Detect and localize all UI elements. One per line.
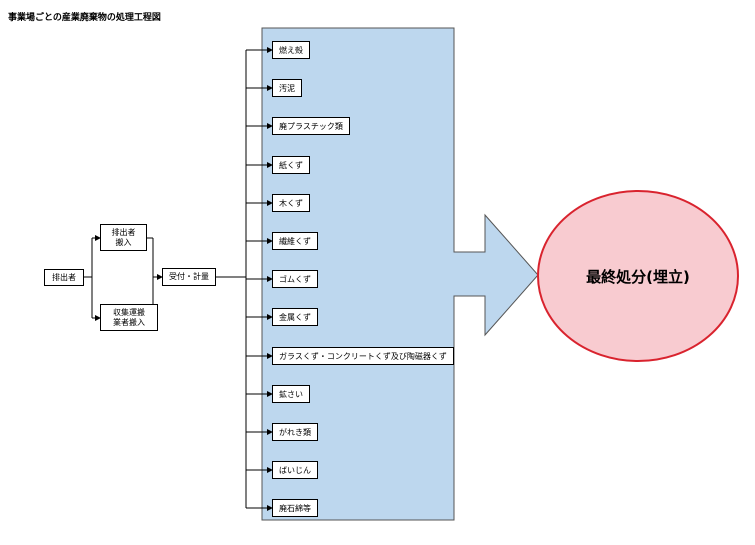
self-carry-box: 排出者 搬入 xyxy=(100,224,147,251)
branch-lines xyxy=(245,47,273,511)
contractor-carry-box: 収集運搬 業者搬入 xyxy=(100,304,158,331)
waste-type-item: 金属くず xyxy=(272,308,318,326)
waste-type-item: 木くず xyxy=(272,194,310,212)
waste-type-item: ゴムくず xyxy=(272,270,318,288)
waste-type-item: 紙くず xyxy=(272,156,310,174)
waste-type-item: ばいじん xyxy=(272,461,318,479)
waste-type-item: 廃プラスチック類 xyxy=(272,117,350,135)
reception-box: 受付・計量 xyxy=(162,268,216,286)
waste-type-item: 汚泥 xyxy=(272,79,302,97)
diagram-title: 事業場ごとの産業廃棄物の処理工程図 xyxy=(8,13,161,23)
waste-type-item: がれき類 xyxy=(272,423,318,441)
waste-type-item: ガラスくず・コンクリートくず及び陶磁器くず xyxy=(272,347,454,365)
waste-type-item: 鉱さい xyxy=(272,385,310,403)
waste-type-item: 燃え殻 xyxy=(272,41,310,59)
emitter-box: 排出者 xyxy=(44,269,84,286)
waste-type-item: 廃石綿等 xyxy=(272,499,318,517)
waste-type-item: 繊維くず xyxy=(272,232,318,250)
waste-panel-arrow xyxy=(261,27,539,521)
final-disposal-ellipse xyxy=(537,190,739,362)
final-disposal-label: 最終処分(埋立) xyxy=(586,267,690,286)
